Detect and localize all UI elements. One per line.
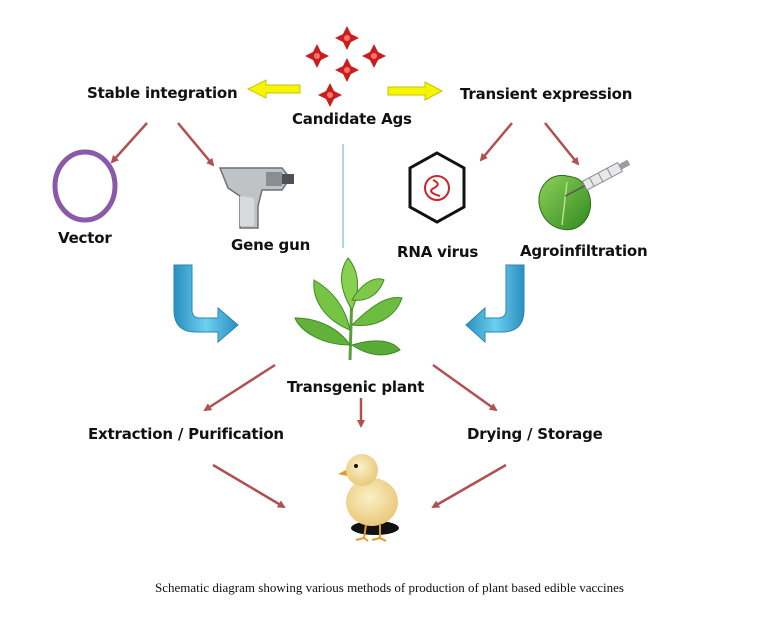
stable-integration-label: Stable integration <box>87 84 238 102</box>
antigen-cluster-icon <box>305 26 386 107</box>
plant-icon <box>294 257 403 361</box>
rna-virus-label: RNA virus <box>397 243 479 261</box>
vector-label: Vector <box>58 229 112 247</box>
gene-gun-label: Gene gun <box>231 236 311 254</box>
syringe-leaf-icon <box>538 159 631 231</box>
transient-expression-label: Transient expression <box>460 85 633 103</box>
blue-arrow-right <box>465 264 525 344</box>
agroinfiltration-label: Agroinfiltration <box>520 242 648 260</box>
gene-gun-icon <box>218 167 294 229</box>
chick-icon <box>338 454 399 542</box>
drying-storage-label: Drying / Storage <box>467 425 603 443</box>
candidate-ags-label: Candidate Ags <box>292 110 412 128</box>
yellow-arrow-left <box>246 79 301 99</box>
rna-virus-icon <box>408 151 466 224</box>
figure-caption: Schematic diagram showing various method… <box>155 580 624 595</box>
blue-arrow-left <box>173 264 239 344</box>
red-arrows <box>110 122 580 509</box>
transgenic-plant-label: Transgenic plant <box>287 378 425 396</box>
yellow-arrow-right <box>387 81 444 101</box>
extraction-purification-label: Extraction / Purification <box>88 425 284 443</box>
vector-ring-icon <box>52 149 118 223</box>
